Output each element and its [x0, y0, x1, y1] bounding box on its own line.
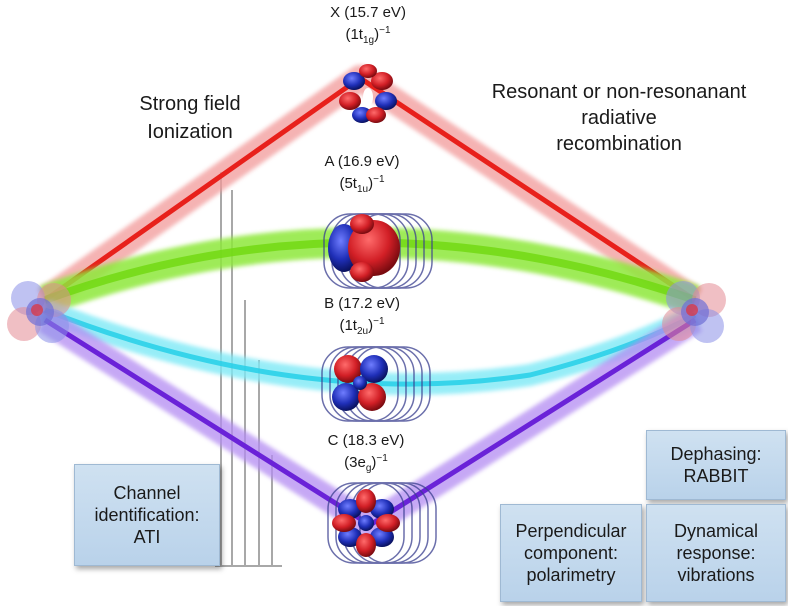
dynamical-box-line1: Dynamical: [673, 521, 759, 541]
recombination-label: Resonant or non-resonanant radiative rec…: [458, 80, 780, 156]
molecule-left: [7, 281, 71, 343]
channel-identification-box: Channel identification: ATI: [74, 464, 220, 566]
dynamical-box: Dynamical response: vibrations: [646, 504, 786, 602]
state-b-label: B (17.2 eV) (1t2u)−1: [302, 295, 422, 341]
dynamical-box-line3: vibrations: [677, 565, 755, 585]
strong-field-label: Strong field Ionization: [110, 92, 270, 144]
state-c-orbital: (3eg)−1: [344, 453, 388, 474]
perpendicular-box-line1: Perpendicular: [515, 521, 627, 541]
state-b-energy: B (17.2 eV): [324, 295, 400, 312]
orbital-c: [327, 482, 437, 564]
state-b-orbital: (1t2u)−1: [339, 316, 385, 337]
state-x-orbital: (1t1g)−1: [345, 25, 391, 46]
strong-field-line1: Strong field: [139, 93, 241, 115]
perpendicular-box: Perpendicular component: polarimetry: [500, 504, 642, 602]
state-x-energy: X (15.7 eV): [330, 4, 406, 21]
state-a-label: A (16.9 eV) (5t1u)−1: [302, 153, 422, 199]
channel-box-line1: Channel: [113, 483, 181, 503]
state-c-energy: C (18.3 eV): [327, 432, 405, 449]
channel-box-line2: identification:: [94, 505, 200, 525]
channel-box-line3: ATI: [133, 527, 161, 547]
perpendicular-box-line2: component:: [523, 543, 619, 563]
orbital-x: [339, 64, 397, 123]
strong-field-line2: Ionization: [147, 121, 233, 143]
recomb-line1: Resonant or non-resonanant: [491, 81, 747, 103]
pathway-b-core: [44, 307, 697, 387]
orbital-b: [321, 346, 431, 422]
dephasing-box-line2: RABBIT: [683, 466, 749, 486]
orbital-a: [323, 213, 433, 289]
perpendicular-box-line3: polarimetry: [526, 565, 616, 585]
state-x-label: X (15.7 eV) (1t1g)−1: [308, 4, 428, 50]
pathway-b: [40, 299, 701, 396]
state-a-energy: A (16.9 eV): [324, 153, 400, 170]
molecule-right: [662, 281, 726, 343]
state-c-label: C (18.3 eV) (3eg)−1: [306, 432, 426, 478]
dephasing-box: Dephasing: RABBIT: [646, 430, 786, 500]
dynamical-box-line2: response:: [676, 543, 756, 563]
recomb-line2: radiative: [581, 107, 657, 129]
dephasing-box-line1: Dephasing:: [670, 444, 762, 464]
state-a-orbital: (5t1u)−1: [339, 174, 385, 195]
recomb-line3: recombination: [556, 133, 682, 155]
